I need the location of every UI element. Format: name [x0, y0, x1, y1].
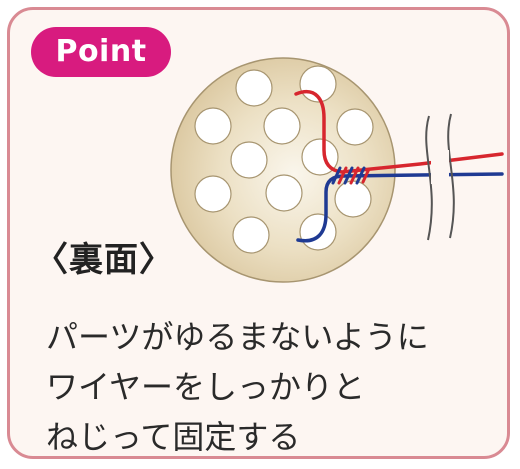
- disc-hole: [263, 107, 301, 145]
- disc-hole: [194, 175, 232, 213]
- disc-holes: [194, 65, 374, 254]
- instruction-text: パーツがゆるまないように ワイヤーをしっかりと ねじって固定する: [46, 312, 506, 462]
- back-side-label: 〈裏面〉: [34, 240, 174, 280]
- disc-hole: [265, 174, 303, 212]
- instruction-line: ねじって固定する: [46, 418, 301, 456]
- disc-hole: [299, 213, 337, 251]
- point-badge: Point: [31, 27, 171, 77]
- instruction-line: ワイヤーをしっかりと: [46, 368, 366, 406]
- blue-wire: [296, 172, 504, 243]
- disc-hole: [336, 108, 374, 146]
- disc-hole: [194, 107, 232, 145]
- disc-hole: [230, 141, 268, 179]
- disc-hole: [235, 69, 273, 107]
- disc-hole: [232, 216, 270, 254]
- twisted-wire-section: [331, 166, 371, 185]
- break-gap: [431, 150, 449, 184]
- break-gap-wires: [420, 163, 431, 164]
- disc-hole: [334, 180, 372, 218]
- instruction-line: パーツがゆるまないように: [46, 318, 429, 356]
- break-marks: [425, 113, 455, 241]
